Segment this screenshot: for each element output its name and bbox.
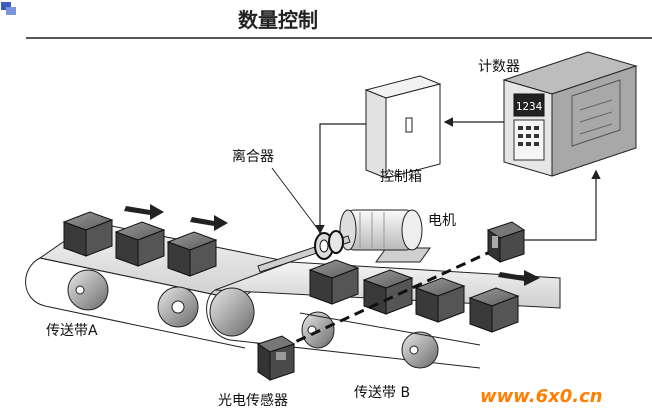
counter-display: 1234 [516, 100, 543, 113]
motor [339, 209, 431, 263]
photo-sensor-emitter [256, 335, 296, 381]
label-photo-sensor: 光电传感器 [218, 393, 288, 409]
label-counter: 计数器 [478, 59, 520, 75]
title-divider [26, 37, 652, 39]
flow-arrow-a1 [124, 204, 164, 220]
page-title: 数量控制 [238, 8, 318, 32]
sensor-beam [281, 250, 491, 350]
box-a1 [62, 211, 114, 257]
signal-lines [315, 117, 601, 241]
clutch [314, 230, 344, 260]
label-controller: 控制箱 [380, 169, 422, 185]
label-conveyor-b: 传送带 B [354, 385, 411, 401]
box-b4 [468, 287, 520, 333]
box-a3 [166, 231, 218, 277]
box-b3 [414, 277, 466, 323]
box-b1 [308, 259, 360, 305]
label-clutch: 离合器 [232, 149, 274, 165]
label-conveyor-a: 传送带A [46, 323, 98, 339]
control-box [364, 75, 442, 179]
box-b2 [362, 269, 414, 315]
label-leaders [271, 167, 321, 233]
flow-arrow-a2 [190, 215, 228, 231]
counter-unit: 1234 [502, 51, 638, 177]
box-a2 [114, 221, 166, 267]
flow-arrow-b [498, 270, 540, 286]
photo-sensor-receiver [486, 221, 526, 263]
label-motor: 电机 [428, 213, 456, 229]
logo-icon [0, 0, 18, 18]
watermark: www.6x0.cn [480, 386, 603, 407]
